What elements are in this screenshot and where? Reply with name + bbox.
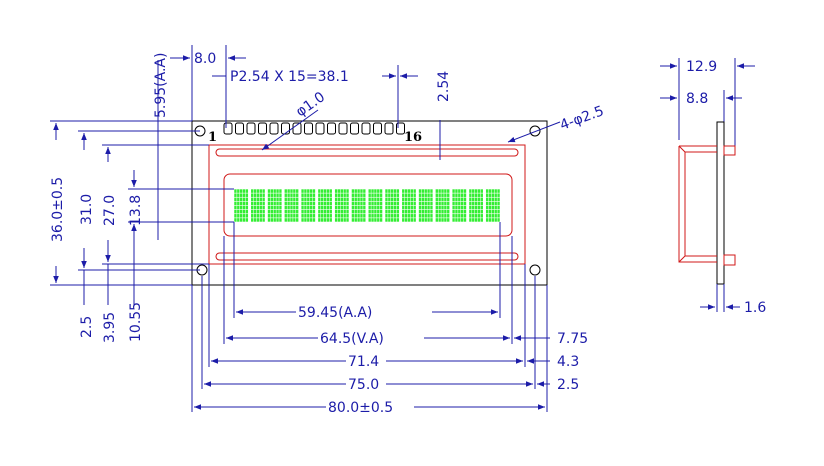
front-dimensions: 8.0 P2.54 X 15=38.1 2.54 φ1.0 4-φ2.5 5.9… bbox=[50, 45, 606, 416]
leader-mount-hole bbox=[507, 121, 561, 143]
char-cell bbox=[402, 189, 416, 222]
side-pin-bottom bbox=[723, 254, 736, 266]
dim-width-va: 64.5(V.A) bbox=[320, 331, 384, 347]
pin-pad bbox=[304, 122, 313, 135]
char-cell bbox=[284, 189, 299, 222]
char-cell bbox=[418, 189, 433, 222]
pin-pad bbox=[384, 122, 394, 135]
dim-bottom-25: 2.5 bbox=[79, 316, 95, 338]
dim-width-total: 80.0±0.5 bbox=[328, 400, 393, 416]
pin-header bbox=[223, 122, 405, 135]
pin-pad bbox=[269, 122, 279, 135]
char-cell bbox=[452, 189, 467, 222]
dim-aa-top: 5.95(A.A) bbox=[153, 53, 169, 118]
side-pin-top bbox=[723, 145, 736, 156]
char-cell bbox=[251, 189, 265, 222]
character-grid bbox=[234, 189, 500, 222]
side-view: 12.9 8.8 1.6 bbox=[660, 58, 766, 316]
dim-right-775: 7.75 bbox=[557, 331, 588, 347]
pin-pad bbox=[373, 122, 382, 135]
char-cell bbox=[334, 189, 349, 222]
dim-right-25: 2.5 bbox=[557, 377, 579, 393]
pin-pad bbox=[315, 122, 325, 135]
dim-height-total: 36.0±0.5 bbox=[50, 177, 66, 242]
dim-bottom-1055: 10.55 bbox=[128, 302, 144, 342]
pin-pad bbox=[327, 122, 336, 135]
bezel-outline bbox=[208, 144, 526, 265]
mount-hole-bottom-right bbox=[529, 264, 541, 276]
pin-pad bbox=[361, 122, 371, 135]
pin-pad bbox=[235, 122, 244, 135]
dim-pin-pitch: P2.54 X 15=38.1 bbox=[230, 69, 349, 85]
pin-pad bbox=[350, 122, 359, 135]
pin-pad bbox=[292, 122, 302, 135]
bezel-bottom-strip bbox=[215, 252, 519, 261]
char-cell bbox=[267, 189, 282, 222]
dim-bottom-395: 3.95 bbox=[102, 312, 118, 343]
mount-hole-top-right bbox=[529, 125, 541, 137]
pin-label-last: 16 bbox=[404, 130, 422, 145]
char-cell bbox=[469, 189, 483, 222]
char-cell bbox=[234, 189, 249, 222]
char-cell bbox=[301, 189, 316, 222]
pin-pad bbox=[258, 122, 267, 135]
pin-label-first: 1 bbox=[208, 130, 217, 145]
dim-width-aa: 59.45(A.A) bbox=[298, 305, 372, 321]
bezel-top-strip bbox=[215, 148, 519, 157]
side-pcb bbox=[716, 121, 725, 285]
dim-height-138: 13.8 bbox=[128, 195, 144, 226]
char-cell bbox=[385, 189, 400, 222]
char-cell bbox=[351, 189, 366, 222]
dim-side-129: 12.9 bbox=[686, 59, 717, 75]
char-cell bbox=[485, 189, 500, 222]
leader-pin-hole bbox=[261, 109, 319, 151]
dim-pin-offset: 8.0 bbox=[194, 51, 216, 67]
dim-side-88: 8.8 bbox=[686, 91, 708, 107]
pin-pad bbox=[396, 122, 405, 135]
pcb-outline bbox=[191, 120, 548, 286]
dim-height-27: 27.0 bbox=[102, 195, 118, 226]
pin-pad bbox=[223, 122, 233, 135]
side-bezel bbox=[678, 145, 717, 263]
dim-side-16: 1.6 bbox=[744, 300, 766, 316]
pin-pad bbox=[281, 122, 290, 135]
char-cell bbox=[368, 189, 383, 222]
pin-pad bbox=[338, 122, 348, 135]
dim-mount-holes: 4-φ2.5 bbox=[558, 103, 606, 134]
viewing-area bbox=[223, 173, 513, 237]
char-cell bbox=[435, 189, 450, 222]
dim-height-31: 31.0 bbox=[79, 194, 95, 225]
front-view: 1 16 bbox=[191, 120, 548, 286]
char-cell bbox=[318, 189, 332, 222]
pin-pad bbox=[246, 122, 256, 135]
dim-width-714: 71.4 bbox=[348, 354, 379, 370]
dim-pin-row: 2.54 bbox=[436, 71, 452, 102]
dim-right-43: 4.3 bbox=[557, 354, 579, 370]
dim-width-75: 75.0 bbox=[348, 377, 379, 393]
